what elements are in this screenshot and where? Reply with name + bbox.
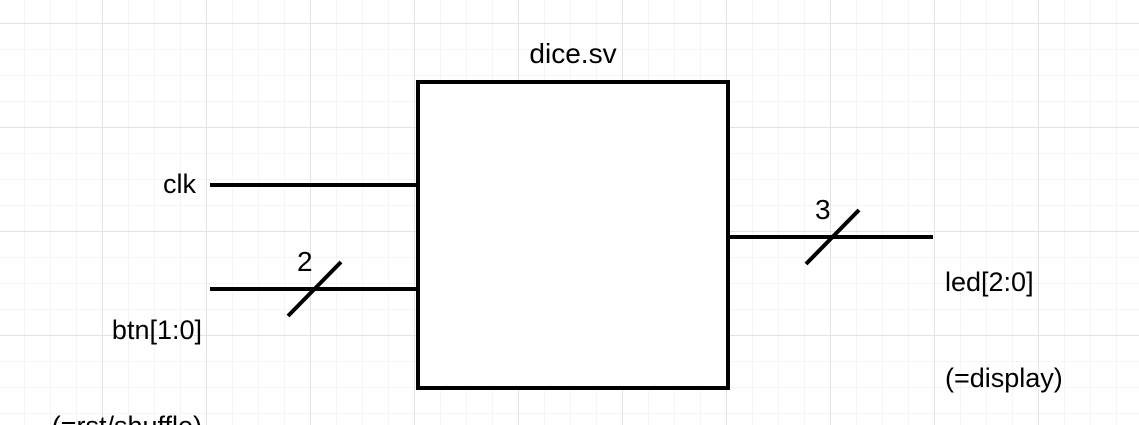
bus-width-label-btn: 2 [297,246,313,277]
bus-tick-led [804,208,861,266]
port-label-led-sublabel: (=display) [945,363,1063,393]
port-label-clk: clk [163,169,196,199]
port-label-btn-sublabel: (=rst/shuffle) [0,410,202,425]
bus-tick-btn [286,260,343,318]
module-title: dice.sv [529,38,617,69]
port-label-btn-name: btn[1:0] [111,315,202,345]
port-label-btn: btn[1:0] (=rst/shuffle) [0,250,202,425]
port-label-led: led[2:0] (=display) [945,202,1139,425]
port-label-led-name: led[2:0] [945,267,1034,297]
module-box-dice[interactable] [416,80,730,390]
bus-width-label-led: 3 [815,194,831,225]
